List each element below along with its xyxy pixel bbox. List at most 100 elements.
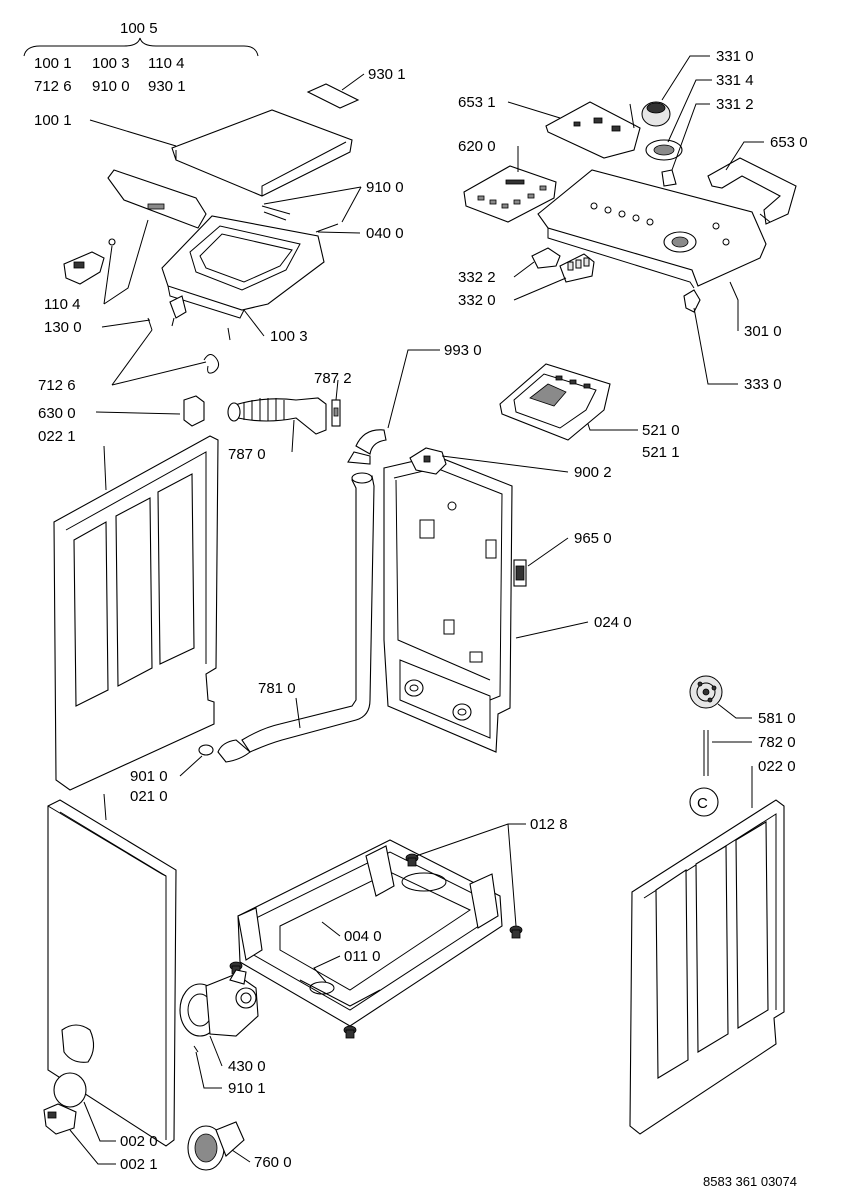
label-630-0: 630 0 — [38, 405, 76, 422]
circle-c-text: C — [697, 795, 708, 812]
label-002-0: 002 0 — [120, 1133, 158, 1150]
group-item: 910 0 — [92, 78, 130, 95]
panel-bracket-part — [707, 157, 797, 225]
leader-011-0 — [313, 955, 341, 983]
screw-part — [108, 238, 116, 246]
latch-part — [169, 295, 187, 327]
label-653-0: 653 0 — [770, 134, 808, 151]
left-side-panel-part — [53, 435, 219, 791]
label-782-0: 782 0 — [758, 734, 796, 751]
leader-760-0 — [231, 1149, 251, 1163]
pressure-switch-part — [689, 675, 723, 709]
label-430-0: 430 0 — [228, 1058, 266, 1075]
leader-900-2 — [441, 455, 569, 473]
electronic-module-part — [499, 363, 611, 441]
leader-012-8b — [507, 823, 517, 927]
label-331-0: 331 0 — [716, 48, 754, 65]
top-lid-part — [171, 109, 353, 197]
filter-part — [187, 1121, 245, 1171]
label-653-1: 653 1 — [458, 94, 496, 111]
group-item: 100 3 — [92, 55, 130, 72]
label-620-0: 620 0 — [458, 138, 496, 155]
label-333-0: 333 0 — [744, 376, 782, 393]
bracket-part — [409, 447, 447, 475]
leader-901-0 — [179, 755, 203, 777]
leader-002-0 — [83, 1101, 116, 1142]
label-301-0: 301 0 — [744, 323, 782, 340]
circle-c-marker: C — [689, 787, 719, 817]
label-011-0: 011 0 — [344, 948, 380, 965]
connector-part — [513, 559, 527, 587]
base-frame-part — [237, 839, 503, 1027]
leader-965-0 — [527, 537, 569, 567]
group-header-label: 100 5 — [120, 20, 158, 37]
leader-024-0 — [515, 621, 589, 639]
label-787-0: 787 0 — [228, 446, 266, 463]
label-760-0: 760 0 — [254, 1154, 292, 1171]
leader-993-0 — [387, 349, 440, 429]
label-900-2: 900 2 — [574, 464, 612, 481]
right-side-panel-part — [629, 799, 785, 1135]
electronic-board-part — [545, 101, 641, 159]
label-100-1: 100 1 — [34, 112, 72, 129]
knob-shaft-part — [661, 169, 677, 187]
label-901-0: 901 0 — [130, 768, 168, 785]
label-581-0: 581 0 — [758, 710, 796, 727]
leader-lines-top-left — [89, 73, 365, 491]
screw-part — [193, 1045, 199, 1053]
top-frame-part — [161, 215, 325, 319]
front-trim-part — [107, 169, 207, 229]
control-panel-housing-part — [537, 169, 767, 289]
label-787-2: 787 2 — [314, 370, 352, 387]
label-130-0: 130 0 — [44, 319, 82, 336]
label-712-6: 712 6 — [38, 377, 76, 394]
lock-part — [63, 251, 105, 285]
service-flap-part — [43, 1072, 87, 1135]
label-910-0: 910 0 — [366, 179, 404, 196]
group-item: 100 1 — [34, 55, 72, 72]
label-930-1: 930 1 — [368, 66, 406, 83]
leader-787-2 — [335, 379, 339, 401]
drain-hose-part — [198, 429, 387, 763]
label-332-0: 332 0 — [458, 292, 496, 309]
label-022-1: 022 1 — [38, 428, 76, 445]
leader-910-1 — [195, 1051, 222, 1089]
drain-pump-part — [179, 969, 259, 1037]
hinge-strip-part — [306, 83, 360, 109]
group-item: 110 4 — [148, 55, 184, 72]
label-022-0: 022 0 — [758, 758, 796, 775]
label-002-1: 002 1 — [120, 1156, 158, 1173]
small-rods-part — [261, 205, 339, 233]
bellows-hose-part — [227, 397, 341, 435]
label-332-2: 332 2 — [458, 269, 496, 286]
leader-781-0 — [295, 697, 301, 729]
label-004-0: 004 0 — [344, 928, 382, 945]
label-781-0: 781 0 — [258, 680, 296, 697]
control-knob-part — [641, 101, 671, 127]
label-521-0: 521 0 — [642, 422, 680, 439]
front-panel-part — [47, 799, 177, 1147]
rear-panel-part — [383, 455, 513, 753]
label-100-3: 100 3 — [270, 328, 308, 345]
pin-part — [227, 327, 231, 341]
indicator-part — [683, 289, 701, 313]
push-buttons-part — [531, 247, 595, 283]
spring-part — [203, 354, 220, 374]
keyboard-membrane-part — [463, 165, 557, 223]
label-993-0: 993 0 — [444, 342, 482, 359]
leader-430-0 — [209, 1035, 223, 1067]
document-number: 8583 361 03074 — [703, 1174, 797, 1189]
label-331-4: 331 4 — [716, 72, 754, 89]
label-331-2: 331 2 — [716, 96, 754, 113]
label-910-1: 910 1 — [228, 1080, 266, 1097]
group-item: 930 1 — [148, 78, 186, 95]
leader-002-1 — [69, 1129, 116, 1165]
knob-dial-part — [645, 139, 683, 161]
label-012-8: 012 8 — [530, 816, 568, 833]
leader-021-0 — [103, 793, 107, 821]
small-cover-part — [183, 395, 205, 427]
group-item: 712 6 — [34, 78, 72, 95]
label-965-0: 965 0 — [574, 530, 612, 547]
label-024-0: 024 0 — [594, 614, 632, 631]
